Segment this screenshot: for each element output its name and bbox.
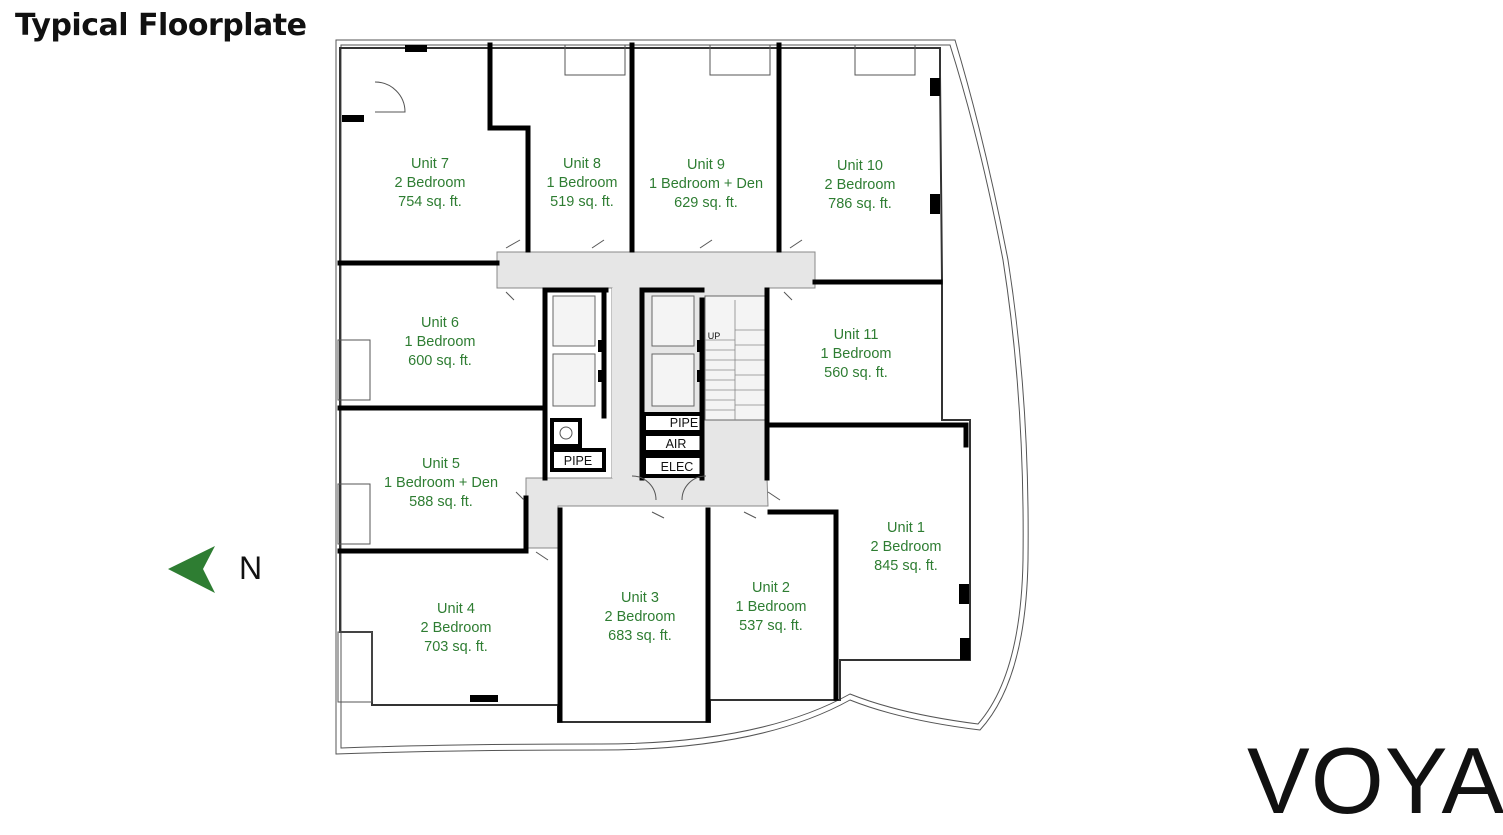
corridor-spine [612, 288, 640, 478]
svg-text:Unit 9: Unit 9 [687, 157, 725, 173]
pipe-room-right-label: PIPE [670, 416, 699, 430]
svg-text:Unit 7: Unit 7 [411, 156, 449, 172]
unit-label-unit-2: Unit 2 1 Bedroom 537 sq. ft. [736, 580, 807, 634]
svg-text:Unit 6: Unit 6 [421, 315, 459, 331]
svg-text:845 sq. ft.: 845 sq. ft. [874, 558, 938, 574]
svg-text:786 sq. ft.: 786 sq. ft. [828, 196, 892, 212]
north-arrow-icon [168, 546, 215, 593]
air-room-label: AIR [666, 437, 687, 451]
stair-up-label: UP [708, 331, 721, 341]
balcony-inner-outline [340, 44, 1024, 749]
balcony-bays [337, 44, 916, 703]
north-label: N [239, 550, 263, 586]
pipe-room-left [550, 448, 606, 472]
svg-text:Unit 11: Unit 11 [834, 327, 879, 343]
svg-text:1 Bedroom: 1 Bedroom [547, 175, 618, 191]
washroom [550, 418, 582, 448]
stair-treads [705, 300, 765, 420]
pipe-room-left-label: PIPE [564, 454, 593, 468]
svg-text:519 sq. ft.: 519 sq. ft. [550, 194, 614, 210]
svg-text:2 Bedroom: 2 Bedroom [421, 620, 492, 636]
unit-label-unit-6: Unit 6 1 Bedroom 600 sq. ft. [405, 315, 476, 369]
brand-logo: VOYA [1247, 728, 1503, 833]
unit-label-unit-1: Unit 1 2 Bedroom 845 sq. ft. [871, 520, 942, 574]
unit-label-unit-11: Unit 11 1 Bedroom 560 sq. ft. [821, 327, 892, 381]
svg-text:629 sq. ft.: 629 sq. ft. [674, 195, 738, 211]
unit-label-unit-9: Unit 9 1 Bedroom + Den 629 sq. ft. [649, 157, 763, 211]
svg-text:Unit 2: Unit 2 [752, 580, 790, 596]
svg-text:1 Bedroom + Den: 1 Bedroom + Den [649, 176, 763, 192]
unit-label-unit-8: Unit 8 1 Bedroom 519 sq. ft. [547, 156, 618, 210]
svg-text:2 Bedroom: 2 Bedroom [395, 175, 466, 191]
svg-text:754 sq. ft.: 754 sq. ft. [398, 194, 462, 210]
svg-text:537 sq. ft.: 537 sq. ft. [739, 618, 803, 634]
elec-room-label: ELEC [661, 460, 694, 474]
svg-text:Unit 8: Unit 8 [563, 156, 601, 172]
svg-text:703 sq. ft.: 703 sq. ft. [424, 639, 488, 655]
demising-walls [337, 42, 969, 723]
unit-label-unit-7: Unit 7 2 Bedroom 754 sq. ft. [395, 156, 466, 210]
svg-text:2 Bedroom: 2 Bedroom [825, 177, 896, 193]
svg-text:Unit 3: Unit 3 [621, 590, 659, 606]
unit-label-unit-4: Unit 4 2 Bedroom 703 sq. ft. [421, 601, 492, 655]
svg-text:1 Bedroom: 1 Bedroom [821, 346, 892, 362]
elevators [552, 295, 695, 407]
svg-text:600 sq. ft.: 600 sq. ft. [408, 353, 472, 369]
svg-text:588 sq. ft.: 588 sq. ft. [409, 494, 473, 510]
svg-text:Unit 1: Unit 1 [887, 520, 925, 536]
svg-text:683 sq. ft.: 683 sq. ft. [608, 628, 672, 644]
door-swings [374, 81, 803, 561]
svg-text:Unit 10: Unit 10 [837, 158, 883, 174]
svg-text:2 Bedroom: 2 Bedroom [605, 609, 676, 625]
svg-text:2 Bedroom: 2 Bedroom [871, 539, 942, 555]
svg-text:Unit 5: Unit 5 [422, 456, 460, 472]
page-title: Typical Floorplate [15, 8, 307, 43]
structural-columns [342, 45, 970, 702]
washroom-fixture [559, 426, 573, 440]
balcony-outline [335, 39, 1029, 755]
svg-text:1 Bedroom: 1 Bedroom [736, 599, 807, 615]
unit-label-unit-3: Unit 3 2 Bedroom 683 sq. ft. [605, 590, 676, 644]
svg-text:1 Bedroom: 1 Bedroom [405, 334, 476, 350]
svg-text:560 sq. ft.: 560 sq. ft. [824, 365, 888, 381]
svg-text:Unit 4: Unit 4 [437, 601, 475, 617]
svg-text:1 Bedroom + Den: 1 Bedroom + Den [384, 475, 498, 491]
unit-label-unit-10: Unit 10 2 Bedroom 786 sq. ft. [825, 158, 896, 212]
unit-label-unit-5: Unit 5 1 Bedroom + Den 588 sq. ft. [384, 456, 498, 510]
